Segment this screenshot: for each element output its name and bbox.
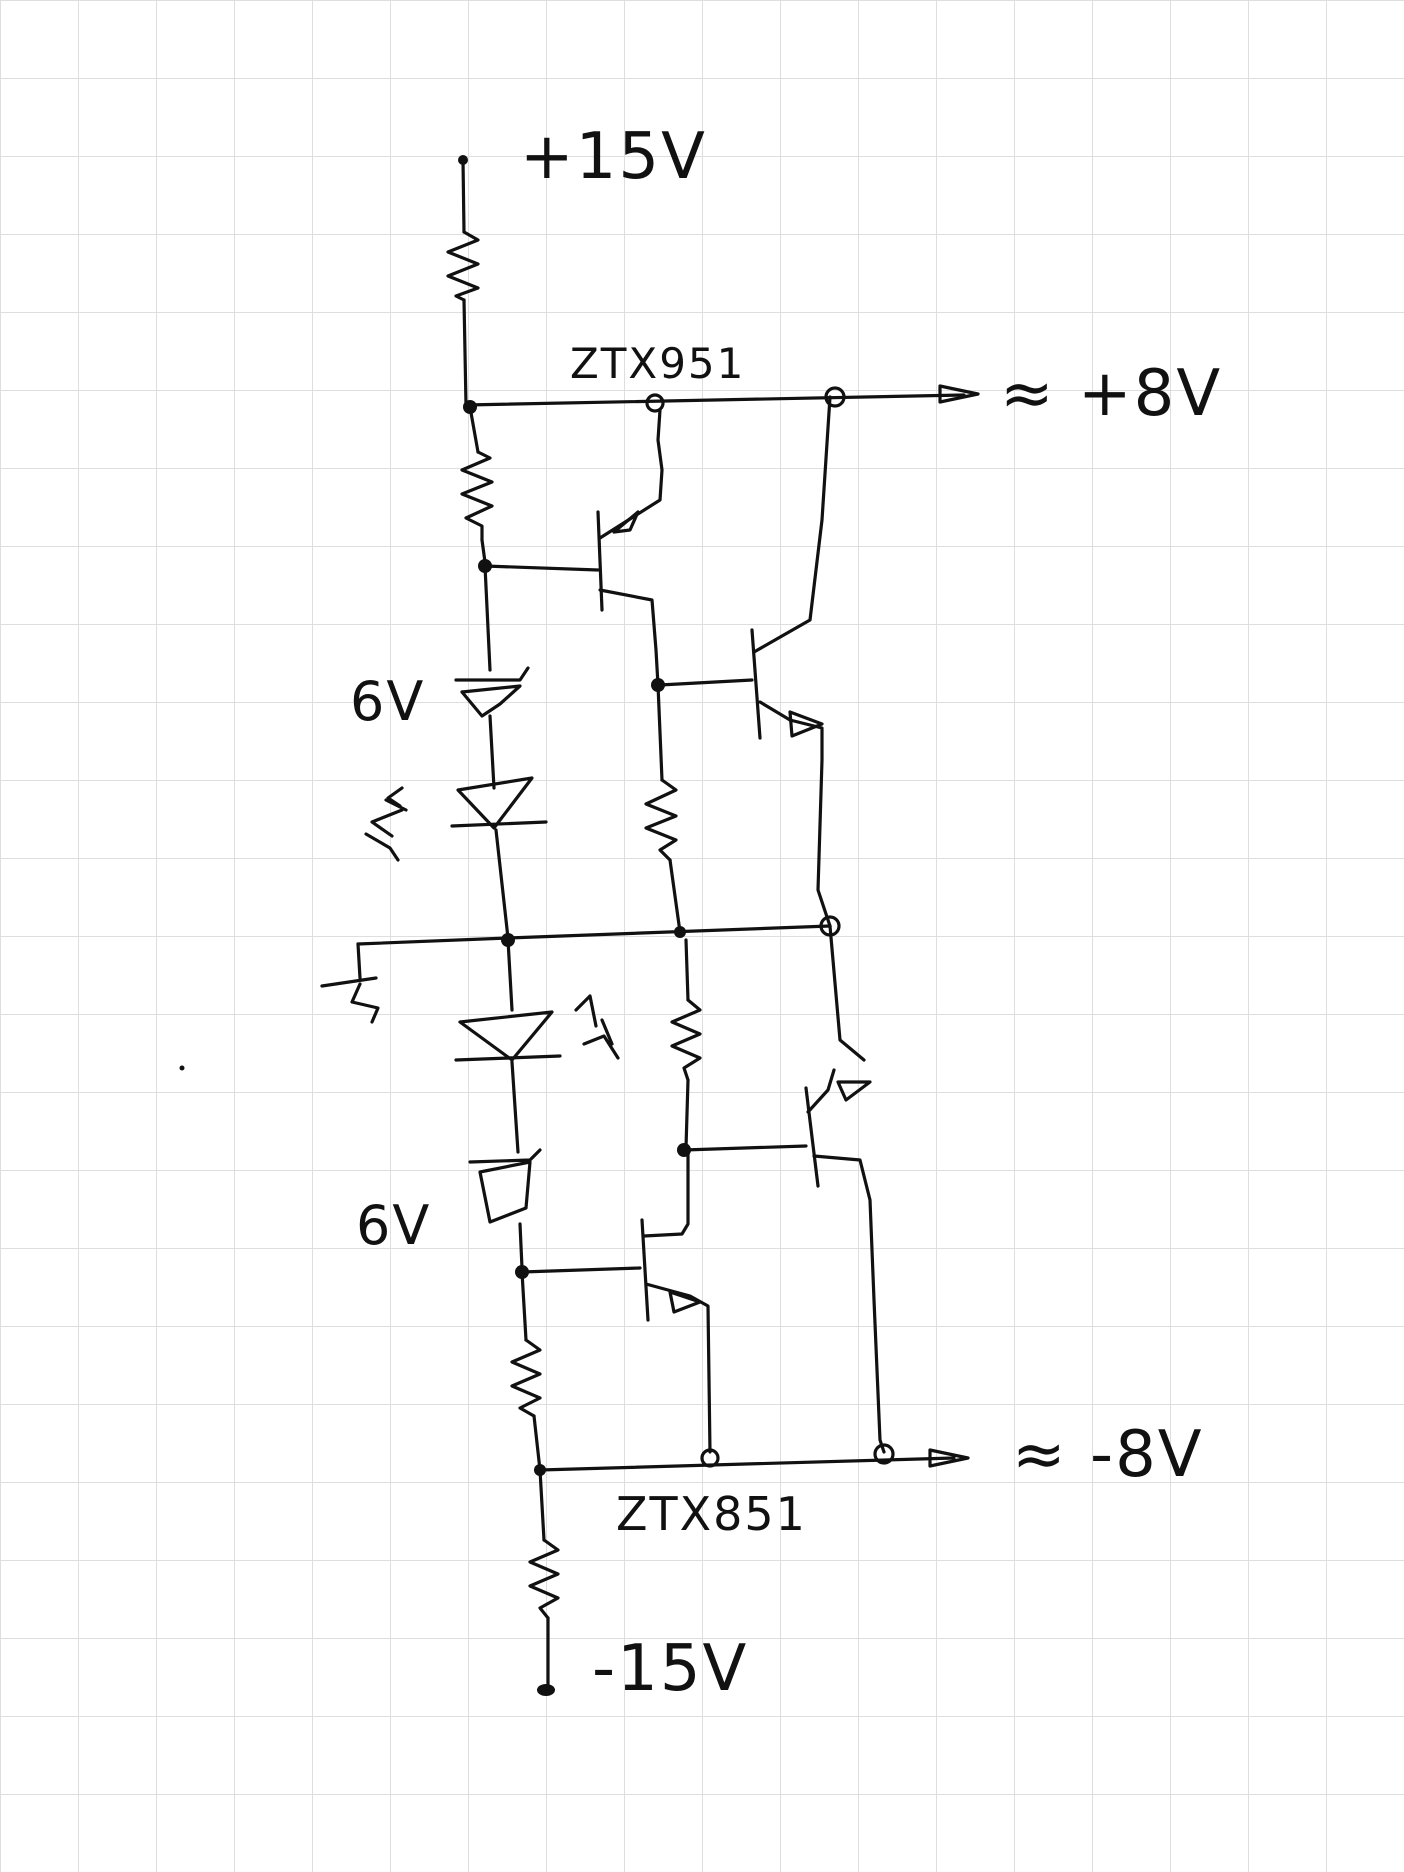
top-zener-and-led bbox=[364, 564, 548, 940]
zener-top-label: 6V bbox=[350, 670, 425, 733]
led-top bbox=[450, 776, 548, 830]
resistor-r3 bbox=[644, 778, 678, 862]
bottom-branch bbox=[510, 1270, 970, 1696]
zener-bottom-label: 6V bbox=[356, 1194, 431, 1257]
positive-output-label: ≈ +8V bbox=[1000, 357, 1222, 431]
negative-output-rail bbox=[538, 1456, 956, 1472]
resistor-r5 bbox=[510, 1338, 542, 1418]
zener-diode-top bbox=[454, 666, 530, 718]
bottom-led-and-zener bbox=[454, 938, 620, 1279]
resistor-r1 bbox=[446, 230, 480, 302]
pnp-transistor-q3 bbox=[670, 924, 886, 1454]
npn-part-label: ZTX851 bbox=[616, 1487, 807, 1541]
resistor-r2 bbox=[460, 450, 494, 542]
stray-dot bbox=[179, 1065, 185, 1071]
negative-output-label: ≈ -8V bbox=[1012, 1418, 1204, 1492]
top-branch bbox=[446, 155, 980, 573]
resistor-r4 bbox=[670, 998, 702, 1082]
ground-symbol bbox=[320, 976, 380, 1024]
positive-output-rail bbox=[464, 393, 966, 407]
npn-transistor-q4 bbox=[520, 1148, 712, 1454]
pnp-transistor-q1 bbox=[483, 408, 665, 692]
supply-positive-label: +15V bbox=[520, 120, 707, 194]
pnp-part-label: ZTX951 bbox=[570, 339, 745, 388]
npn-transistor-q2 bbox=[644, 395, 832, 934]
supply-negative-label: -15V bbox=[592, 1632, 748, 1706]
led-bottom bbox=[454, 1010, 562, 1062]
zener-diode-bottom bbox=[468, 1148, 542, 1224]
resistor-r6 bbox=[528, 1538, 560, 1620]
